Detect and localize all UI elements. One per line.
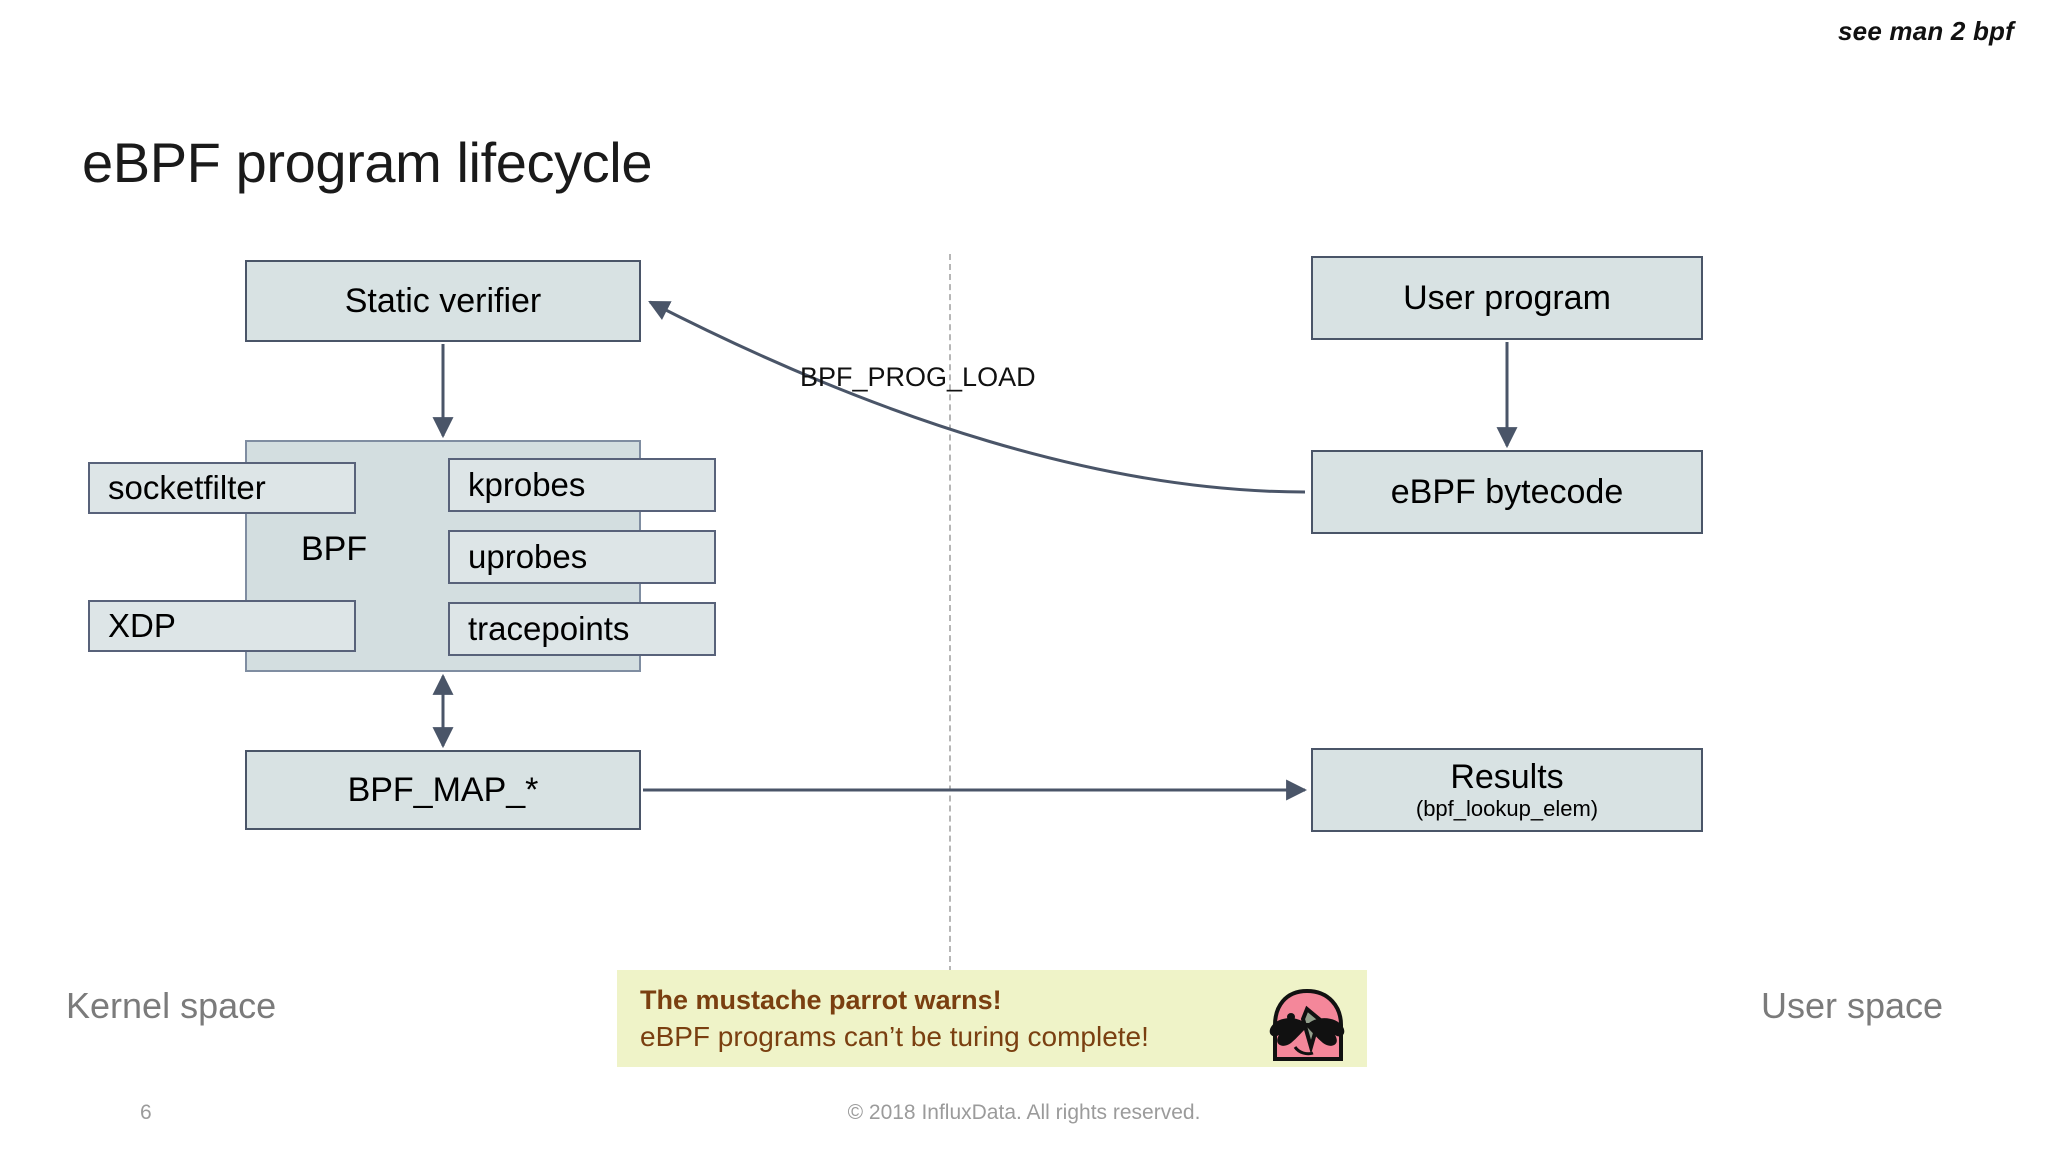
- node-results-title: Results: [1450, 757, 1564, 796]
- user-space-label: User space: [1761, 985, 1944, 1026]
- node-static-verifier[interactable]: Static verifier: [245, 260, 641, 342]
- copyright-notice: © 2018 InfluxData. All rights reserved.: [847, 1101, 1201, 1124]
- callout-body: eBPF programs can’t be turing complete!: [640, 1021, 1149, 1053]
- node-uprobes[interactable]: uprobes: [448, 530, 716, 584]
- mustache-parrot-icon: [1269, 988, 1345, 1061]
- bpf-prog-load-label: BPF_PROG_LOAD: [800, 362, 1036, 392]
- callout-title: The mustache parrot warns!: [640, 985, 1002, 1015]
- page-title: eBPF program lifecycle: [82, 131, 653, 194]
- node-xdp[interactable]: XDP: [88, 600, 356, 652]
- page-number: 6: [140, 1101, 152, 1124]
- kernel-user-divider: [949, 254, 951, 972]
- node-results[interactable]: Results (bpf_lookup_elem): [1311, 748, 1703, 832]
- connector-bytecode-to-verifier: [648, 300, 1306, 494]
- node-user-program[interactable]: User program: [1311, 256, 1703, 340]
- kernel-space-label: Kernel space: [66, 985, 277, 1026]
- node-socketfilter[interactable]: socketfilter: [88, 462, 356, 514]
- node-ebpf-bytecode[interactable]: eBPF bytecode: [1311, 450, 1703, 534]
- node-kprobes[interactable]: kprobes: [448, 458, 716, 512]
- see-man-note: see man 2 bpf: [1838, 16, 2014, 46]
- node-results-subtitle: (bpf_lookup_elem): [1415, 796, 1599, 822]
- node-bpf-map[interactable]: BPF_MAP_*: [245, 750, 641, 830]
- bpf-group-label: BPF: [301, 530, 368, 568]
- callout-box: The mustache parrot warns! eBPF programs…: [617, 970, 1367, 1067]
- node-tracepoints[interactable]: tracepoints: [448, 602, 716, 656]
